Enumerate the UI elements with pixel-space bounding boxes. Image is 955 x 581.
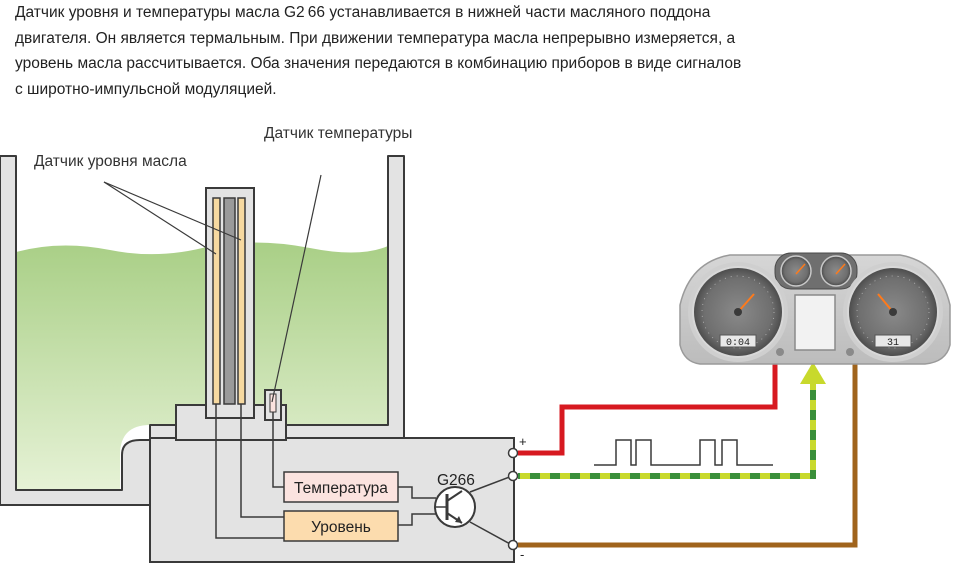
temperature-box bbox=[283, 471, 399, 503]
level-probe bbox=[205, 187, 255, 419]
pwm-waveform bbox=[594, 439, 773, 466]
left-display bbox=[719, 334, 757, 348]
signal-arrow bbox=[800, 362, 826, 384]
intro-line-3: уровень масла рассчитывается. Оба значен… bbox=[15, 55, 742, 72]
intro-line-1: Датчик уровня и температуры масла G2 66 … bbox=[15, 4, 711, 21]
wire-red bbox=[518, 362, 778, 456]
external-wires bbox=[518, 362, 858, 548]
level-sensor-label: Датчик уровня масла bbox=[34, 153, 187, 170]
terminal-signal bbox=[507, 470, 519, 482]
plus-label: + bbox=[519, 434, 527, 449]
right-display bbox=[874, 334, 912, 348]
transistor-icon bbox=[434, 486, 476, 528]
temperature-box-label: Температура bbox=[294, 480, 388, 497]
oil-fill bbox=[16, 242, 388, 490]
center-display bbox=[794, 294, 836, 351]
left-display-value: 0:04 bbox=[726, 338, 750, 349]
wire-signal-vertical bbox=[810, 382, 816, 479]
intro-line-4: с широтно-импульсной модуляцией. bbox=[15, 80, 277, 98]
level-box bbox=[283, 510, 399, 542]
level-box-label: Уровень bbox=[311, 519, 371, 536]
wire-brown bbox=[518, 362, 858, 548]
leader-lines bbox=[103, 174, 322, 403]
intro-paragraph: Датчик уровня и температуры масла G2 66 … bbox=[15, 0, 835, 102]
component-label: G266 bbox=[437, 472, 475, 489]
terminal-plus bbox=[507, 447, 519, 459]
terminal-minus bbox=[507, 539, 519, 551]
terminals bbox=[507, 447, 519, 551]
internal-wiring bbox=[215, 404, 513, 546]
minus-label: - bbox=[520, 547, 524, 562]
instrument-cluster: 0:04 31 bbox=[679, 252, 951, 365]
temp-sensor-label: Датчик температуры bbox=[264, 125, 412, 142]
intro-line-2: двигателя. Он является термальным. При д… bbox=[15, 29, 736, 47]
wire-signal-horizontal bbox=[518, 473, 816, 479]
right-display-value: 31 bbox=[887, 338, 899, 349]
